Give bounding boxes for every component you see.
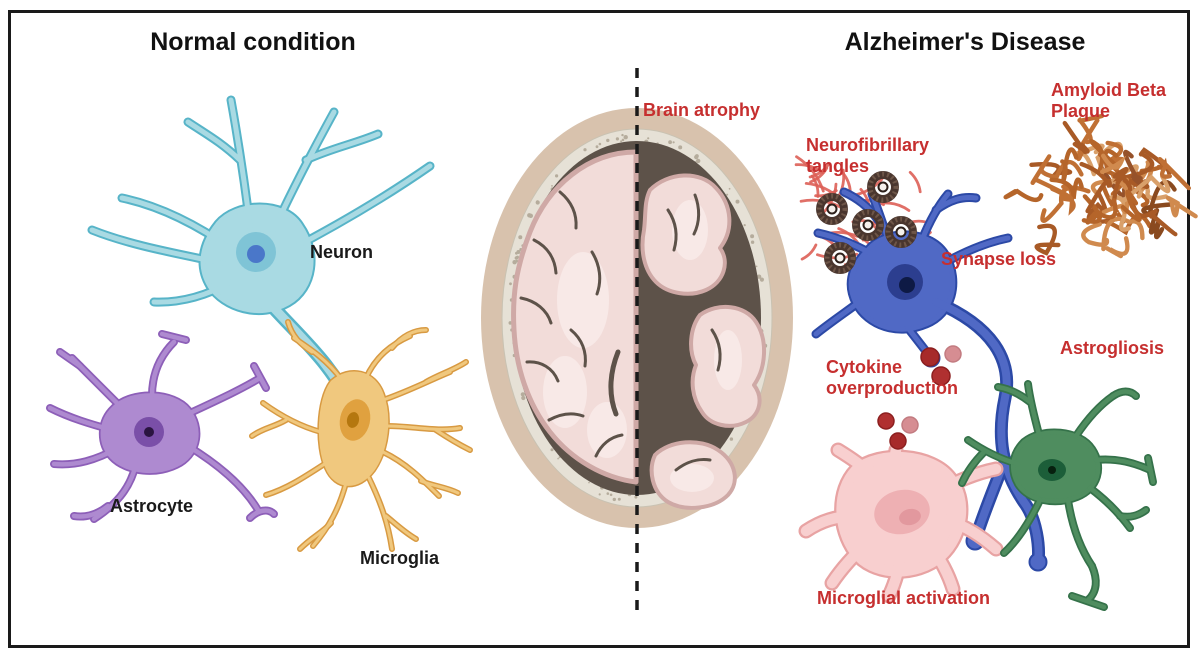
label-neuron: Neuron xyxy=(310,242,373,262)
atrophied-hemisphere xyxy=(640,173,767,510)
normal-astrocyte-illustration xyxy=(50,334,274,519)
reactive-astrocyte-illustration xyxy=(962,384,1153,607)
neurofibrillary-tangle-cores xyxy=(816,171,917,274)
figure-border xyxy=(8,10,1190,648)
cytokine-dots xyxy=(877,345,962,450)
normal-microglia-illustration xyxy=(252,322,470,549)
title-alzheimers-disease: Alzheimer's Disease xyxy=(844,28,1086,56)
label-neurofibrillary-tangles: Neurofibrillary tangles xyxy=(806,135,930,176)
label-cytokine-overproduction: Cytokine overproduction xyxy=(826,357,959,398)
normal-neuron-illustration xyxy=(92,100,430,412)
label-microglial-activation: Microglial activation xyxy=(817,588,991,608)
disease-neuron-illustration xyxy=(816,192,1043,567)
activated-microglia-illustration xyxy=(806,450,996,596)
label-synapse-loss: Synapse loss xyxy=(941,249,1057,269)
label-microglia: Microglia xyxy=(360,548,440,568)
label-brain-atrophy: Brain atrophy xyxy=(643,100,761,120)
label-astrogliosis: Astrogliosis xyxy=(1060,338,1165,358)
label-amyloid-beta-plaque: Amyloid Beta Plaque xyxy=(1051,80,1167,121)
amyloid-plaque-illustration xyxy=(1003,113,1198,259)
label-astrocyte: Astrocyte xyxy=(110,496,194,516)
title-normal-condition: Normal condition xyxy=(150,28,356,56)
normal-hemisphere xyxy=(511,149,639,485)
